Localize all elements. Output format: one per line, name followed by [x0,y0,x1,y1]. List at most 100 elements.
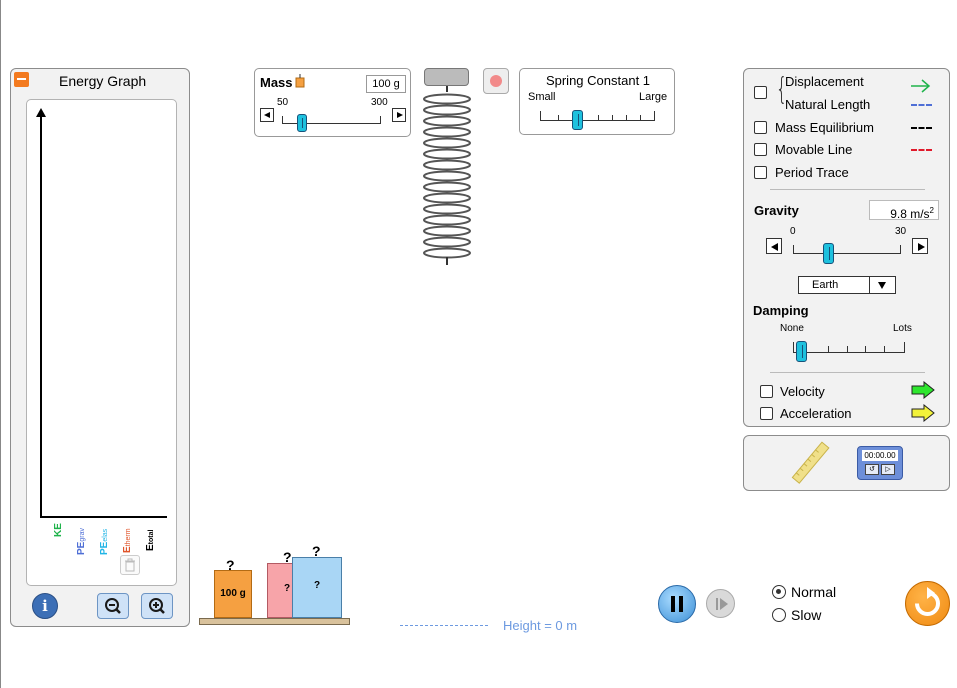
height-reference-line[interactable] [400,625,488,626]
energy-graph-panel: Energy Graph KE PEgrav PEelas Etherm Eto… [10,68,190,627]
mass-100g-label: 100 g [220,588,246,599]
mass-equilibrium-line-icon [911,127,932,129]
displacement-label: Displacement [785,74,864,89]
spring-coil [423,115,471,127]
stop-circle-icon [490,75,502,87]
spring-constant-panel: Spring Constant 1 Small Large [519,68,675,135]
spring-coil [423,170,471,182]
gravity-increase-button[interactable] [912,238,928,254]
planet-dropdown[interactable]: Earth [798,276,896,294]
pause-button[interactable] [658,585,696,623]
energy-graph-area: KE PEgrav PEelas Etherm Etotal [26,99,177,586]
step-forward-icon [716,598,718,610]
mass-hook-question: ? [226,557,235,573]
acceleration-arrow-icon [911,404,935,422]
energy-y-axis-arrow-icon [36,108,46,117]
stopwatch-icon[interactable]: 00:00.00 ↺ ▷ [857,446,903,480]
collapse-energy-graph-button[interactable] [14,72,29,87]
spring-coil [423,148,471,160]
mass-title: Mass [260,75,293,90]
mass-equilibrium-label: Mass Equilibrium [775,120,874,135]
damping-max-label: Lots [893,323,912,334]
mass-min-label: 50 [277,97,289,108]
mass-slider-track [282,123,380,124]
slow-speed-label: Slow [791,607,822,623]
damping-min-label: None [780,323,804,334]
spring-coil [423,137,471,149]
acceleration-checkbox[interactable] [760,407,773,420]
triangle-left-icon [264,112,270,118]
gravity-slider-track [793,253,901,254]
displacement-checkbox[interactable] [754,86,767,99]
movable-line-icon [911,149,932,151]
movable-line-label: Movable Line [775,142,853,157]
stop-button[interactable] [483,68,509,94]
tools-panel: 00:00.00 ↺ ▷ [743,435,950,491]
mystery-mass-pink[interactable]: ? ? [266,549,296,618]
step-forward-button[interactable] [706,589,735,618]
zoom-out-button[interactable] [97,593,129,619]
triangle-left-icon [771,242,778,251]
energy-x-axis [40,516,167,518]
spring-coil [423,192,471,204]
divider [770,189,925,190]
spring-constant-max-label: Large [639,91,668,103]
mass-hook-question: ? [312,543,321,559]
velocity-checkbox[interactable] [760,385,773,398]
spring-coil [423,159,471,171]
normal-speed-radio[interactable] [772,585,786,599]
damping-label: Damping [753,303,809,318]
damping-slider-track [793,352,905,353]
period-trace-label: Period Trace [775,165,849,180]
height-label: Height = 0 m [503,618,578,633]
movable-line-checkbox[interactable] [754,143,767,156]
triangle-right-icon [918,242,925,251]
screen-left-edge [0,0,1,688]
damping-slider-thumb[interactable] [796,341,808,362]
clear-thermal-energy-button[interactable] [120,555,140,575]
spring-constant-slider-track [540,120,655,121]
spring-coil [423,126,471,138]
slow-speed-radio[interactable] [772,608,786,622]
period-trace-checkbox[interactable] [754,166,767,179]
velocity-label: Velocity [780,384,825,399]
mass-slider-thumb[interactable] [296,114,307,132]
spring-constant-slider-thumb[interactable] [572,110,584,130]
gravity-slider-thumb[interactable] [823,243,835,264]
ruler-icon[interactable] [788,440,834,486]
mass-decrease-button[interactable] [260,108,274,122]
pause-icon [671,596,675,612]
planet-selected-value: Earth [812,279,839,291]
zoom-out-icon [105,598,121,614]
gravity-label: Gravity [754,203,799,218]
mass-increase-button[interactable] [392,108,406,122]
mass-max-label: 300 [371,97,388,108]
bar-label-e-total: Etotal [145,529,156,551]
natural-length-label: Natural Length [785,97,871,112]
normal-speed-label: Normal [791,584,837,600]
spring-constant-min-label: Small [528,91,556,103]
stopwatch-time: 00:00.00 [862,450,898,461]
mass-panel: Mass 100 g 50 300 [254,68,411,137]
mystery-mass-pink-label: ? [284,583,291,594]
mass-100g[interactable]: ? 100 g [213,557,253,618]
zoom-in-icon [149,598,165,614]
mystery-mass-blue[interactable]: ? ? [292,543,342,618]
gravity-min-label: 0 [790,226,796,237]
energy-graph-title: Energy Graph [59,73,147,89]
spring-coil [423,236,471,248]
gravity-decrease-button[interactable] [766,238,782,254]
bar-label-e-therm: Etherm [122,528,133,553]
spring-coil [423,203,471,215]
mass-equilibrium-checkbox[interactable] [754,121,767,134]
mass-hook-icon [295,74,305,88]
reset-icon [915,587,940,616]
gravity-value-display: 9.8 m/s2 [869,200,939,221]
bar-label-pe-grav: PEgrav [76,528,87,555]
info-button[interactable]: i [32,593,58,619]
brace: { [775,72,788,107]
zoom-in-button[interactable] [141,593,173,619]
natural-length-line-icon [911,104,932,106]
bar-label-ke: KE [53,523,64,537]
reset-button[interactable] [905,581,950,626]
